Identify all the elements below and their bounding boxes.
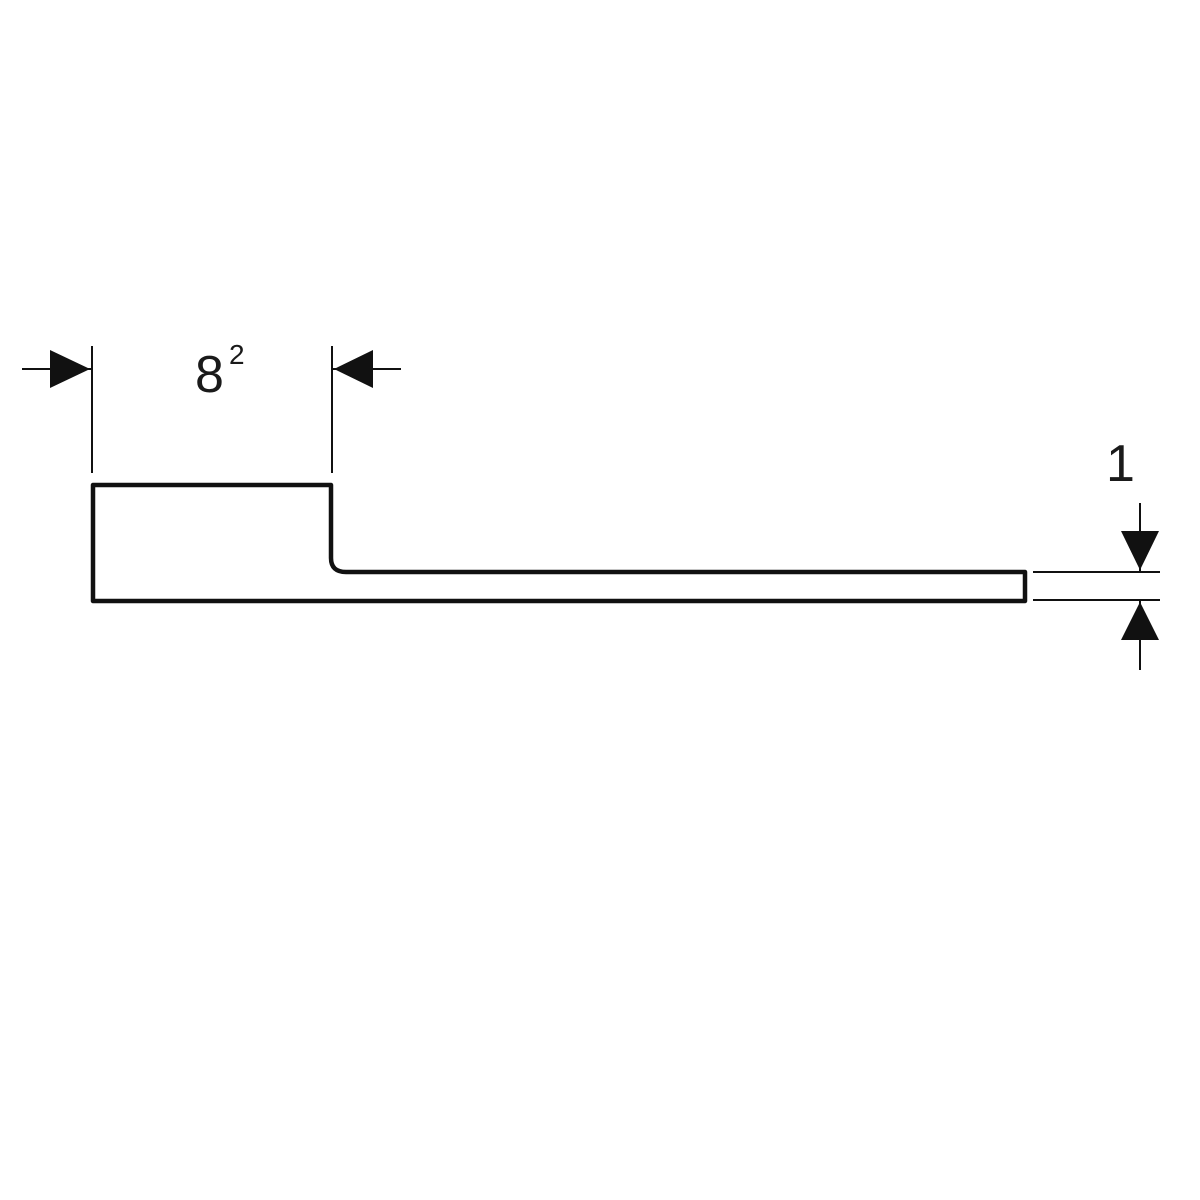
- profile-outline: [90, 482, 1028, 604]
- width-arrow-left: [50, 350, 90, 388]
- thickness-arrow-bottom: [1121, 602, 1159, 640]
- width-arrow-right: [334, 350, 373, 388]
- thickness-dimension: 1: [1033, 435, 1160, 670]
- width-dimension-label: 8: [195, 346, 224, 404]
- width-dimension-superscript: 2: [229, 339, 245, 370]
- thickness-dimension-label: 1: [1106, 435, 1135, 493]
- width-dimension: 8 2: [22, 339, 401, 473]
- thickness-arrow-top: [1121, 531, 1159, 570]
